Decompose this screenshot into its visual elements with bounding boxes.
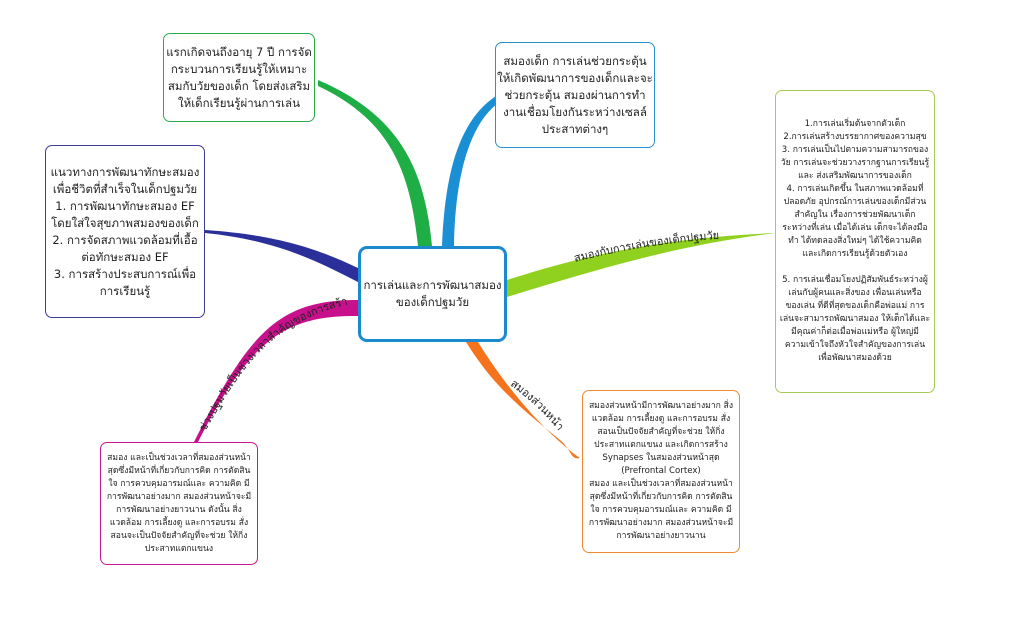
node-early-learning[interactable]: แรกเกิดจนถึงอายุ 7 ปี การจัด กระบวนการเร… [163, 33, 315, 122]
node-play-principles[interactable]: 1.การเล่นเริ่มต้นจากตัวเด็ก 2.การเล่นสร้… [775, 90, 935, 393]
branch-label-orange: สมองส่วนหน้า [508, 377, 566, 433]
branch-lime [507, 233, 776, 297]
branch-magenta [194, 300, 358, 442]
node-critical-period[interactable]: สมอง และเป็นช่วงเวลาที่สมองส่วนหน้า สุดซ… [100, 442, 258, 565]
node-prefrontal[interactable]: สมองส่วนหน้ามีการพัฒนาอย่างมาก สิ่ง แวดล… [582, 390, 740, 553]
node-brain-stimulation[interactable]: สมองเด็ก การเล่นช่วยกระตุ้น ให้เกิดพัฒนา… [495, 42, 655, 148]
branch-purple [205, 230, 358, 282]
central-topic[interactable]: การเล่นและการพัฒนาสมองของเด็กปฐมวัย [358, 246, 507, 342]
branch-label-lime: สมองกับการเล่นของเด็กปฐมวัย [573, 229, 720, 265]
branch-green [318, 80, 432, 246]
node-brain-skill-guidelines[interactable]: แนวทางการพัฒนาทักษะสมอง เพื่อชีวิตที่สำเ… [45, 145, 205, 318]
branch-orange [466, 342, 580, 459]
branch-blue [442, 96, 497, 246]
